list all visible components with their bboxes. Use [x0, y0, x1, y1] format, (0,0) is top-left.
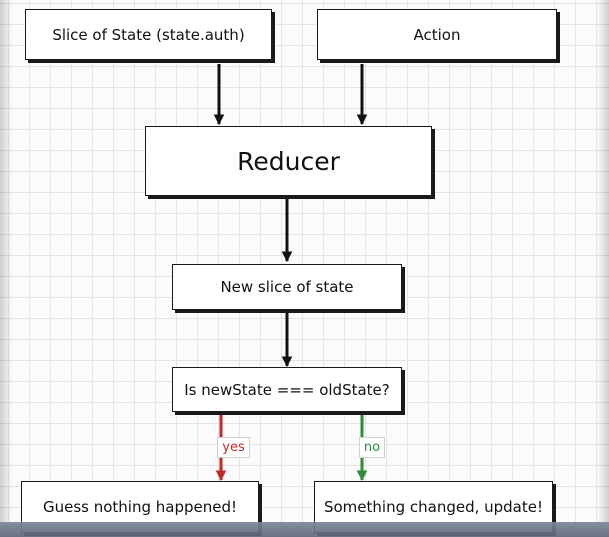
node-new-slice-of-state: New slice of state [172, 264, 402, 310]
edge-label-no: no [359, 437, 385, 458]
screen-edge-shadow-right [597, 0, 609, 522]
node-compare-state: Is newState === oldState? [172, 367, 402, 412]
screen-bottom-bar [0, 522, 609, 537]
node-slice-of-state: Slice of State (state.auth) [25, 9, 272, 60]
edge-label-yes: yes [217, 437, 250, 458]
screen-edge-shadow-left [0, 0, 12, 522]
node-reducer: Reducer [145, 126, 432, 196]
node-action: Action [317, 9, 557, 60]
